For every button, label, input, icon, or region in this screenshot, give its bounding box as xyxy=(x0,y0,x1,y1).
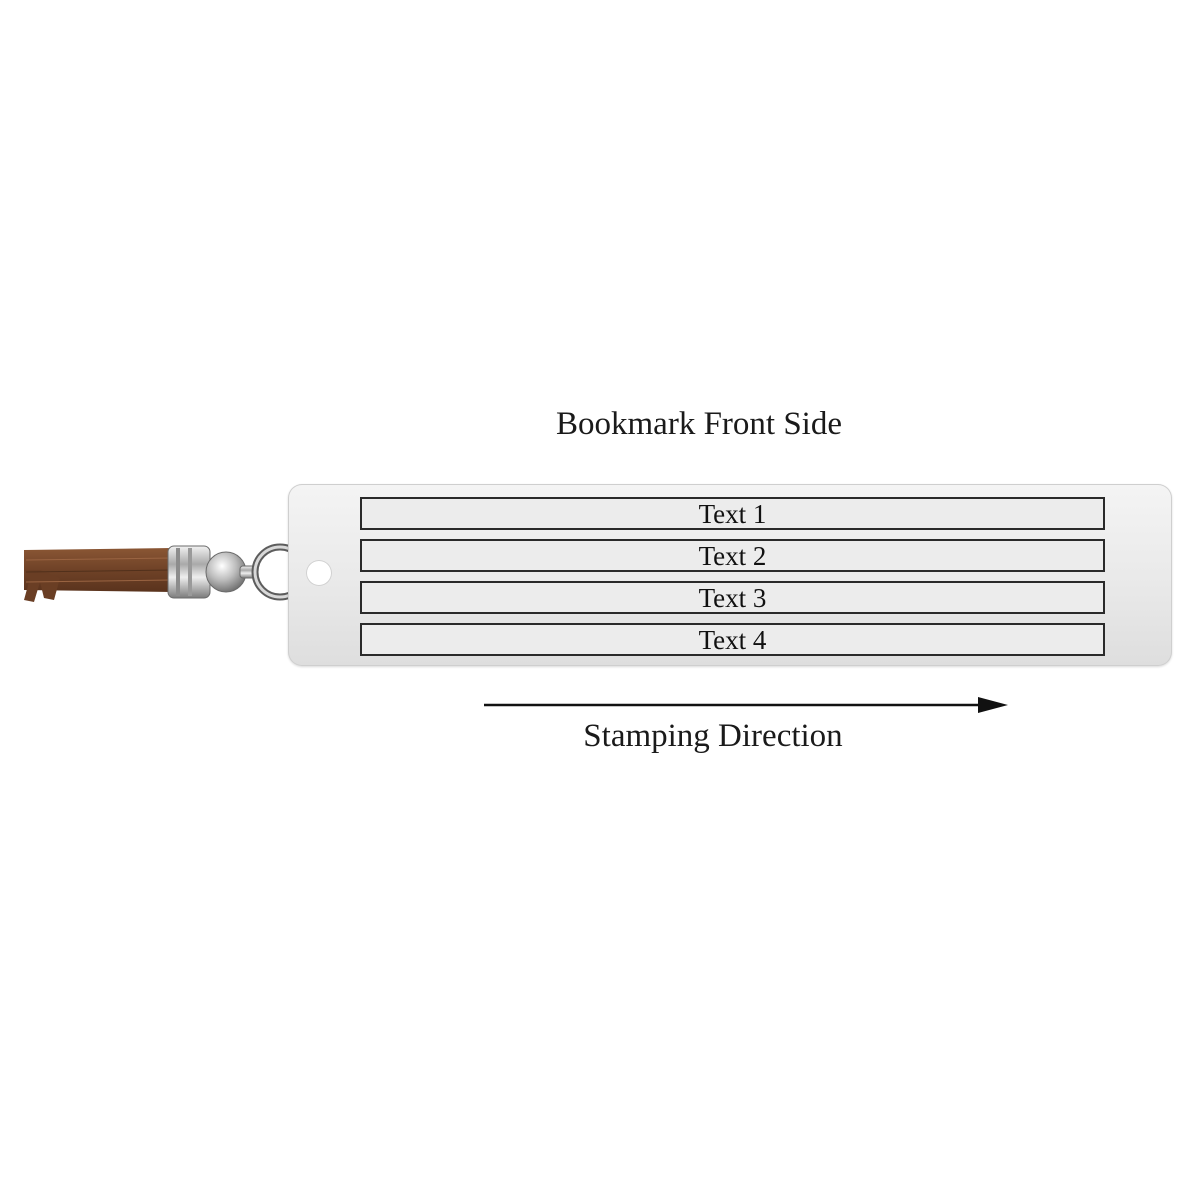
text-line-4: Text 4 xyxy=(360,623,1105,656)
diagram-title: Bookmark Front Side xyxy=(556,406,842,442)
tassel-icon xyxy=(24,543,309,602)
text-line-2: Text 2 xyxy=(360,539,1105,572)
text-line-3: Text 3 xyxy=(360,581,1105,614)
text-line-1: Text 1 xyxy=(360,497,1105,530)
plate-hole xyxy=(306,560,332,586)
stamping-direction-label: Stamping Direction xyxy=(583,718,843,754)
arrow-right-icon xyxy=(484,697,1008,713)
